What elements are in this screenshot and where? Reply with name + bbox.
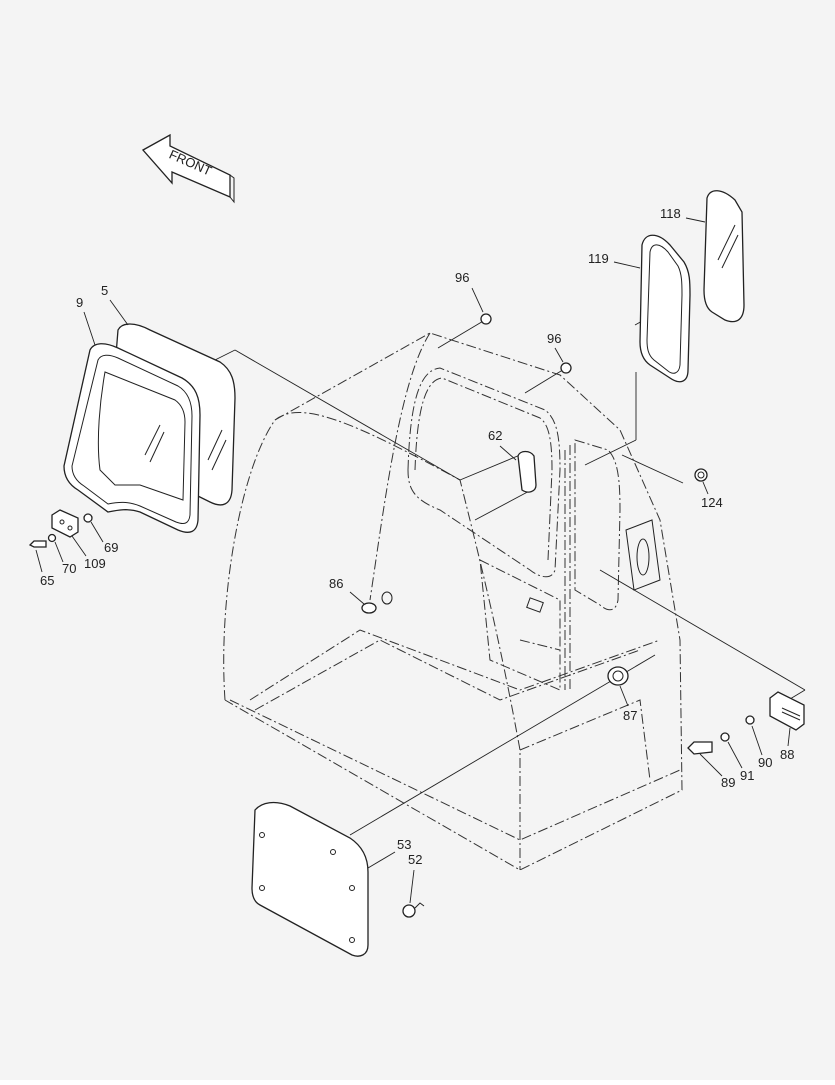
callout-65: 65 (40, 573, 54, 588)
cab-vent (625, 519, 661, 591)
part-89 (687, 741, 713, 755)
part-109 (51, 509, 79, 538)
bolts-96-124 (480, 313, 708, 482)
part-69 (83, 513, 93, 523)
part-52-bolt (402, 902, 425, 918)
part-91 (720, 732, 730, 742)
callout-69: 69 (104, 540, 118, 555)
part-53-plate (251, 801, 369, 957)
leader-lines (147, 299, 806, 836)
part-70 (47, 533, 57, 543)
callout-109: 109 (84, 556, 106, 571)
callout-86: 86 (329, 576, 343, 591)
callout-124: 124 (701, 495, 723, 510)
part-118-glass (703, 190, 745, 323)
part-62-handle (517, 450, 537, 493)
front-arrow: FRONT (141, 133, 235, 204)
hinge-parts (687, 691, 805, 755)
part-86 (361, 591, 393, 614)
part-9-seal (63, 343, 201, 533)
callout-5: 5 (101, 283, 108, 298)
part-88 (769, 691, 805, 731)
part-119-seal (639, 234, 691, 383)
callout-62: 62 (488, 428, 502, 443)
latch-parts (28, 509, 93, 548)
callout-91: 91 (740, 768, 754, 783)
callout-118: 118 (660, 206, 681, 221)
cab-frame (223, 332, 683, 871)
part-65 (28, 540, 47, 548)
part-87-grommet (607, 666, 629, 686)
callout-9: 9 (76, 295, 83, 310)
callout-87: 87 (623, 708, 637, 723)
callout-96-a: 96 (455, 270, 469, 285)
callout-53: 53 (397, 837, 411, 852)
callout-96-b: 96 (547, 331, 561, 346)
callout-88: 88 (780, 747, 794, 762)
callout-labels: 118 119 96 96 5 9 62 124 69 65 70 109 86… (35, 206, 794, 904)
part-90 (745, 715, 755, 725)
callout-70: 70 (62, 561, 76, 576)
callout-90: 90 (758, 755, 772, 770)
callout-52: 52 (408, 852, 422, 867)
callout-89: 89 (721, 775, 735, 790)
callout-119: 119 (588, 251, 609, 266)
